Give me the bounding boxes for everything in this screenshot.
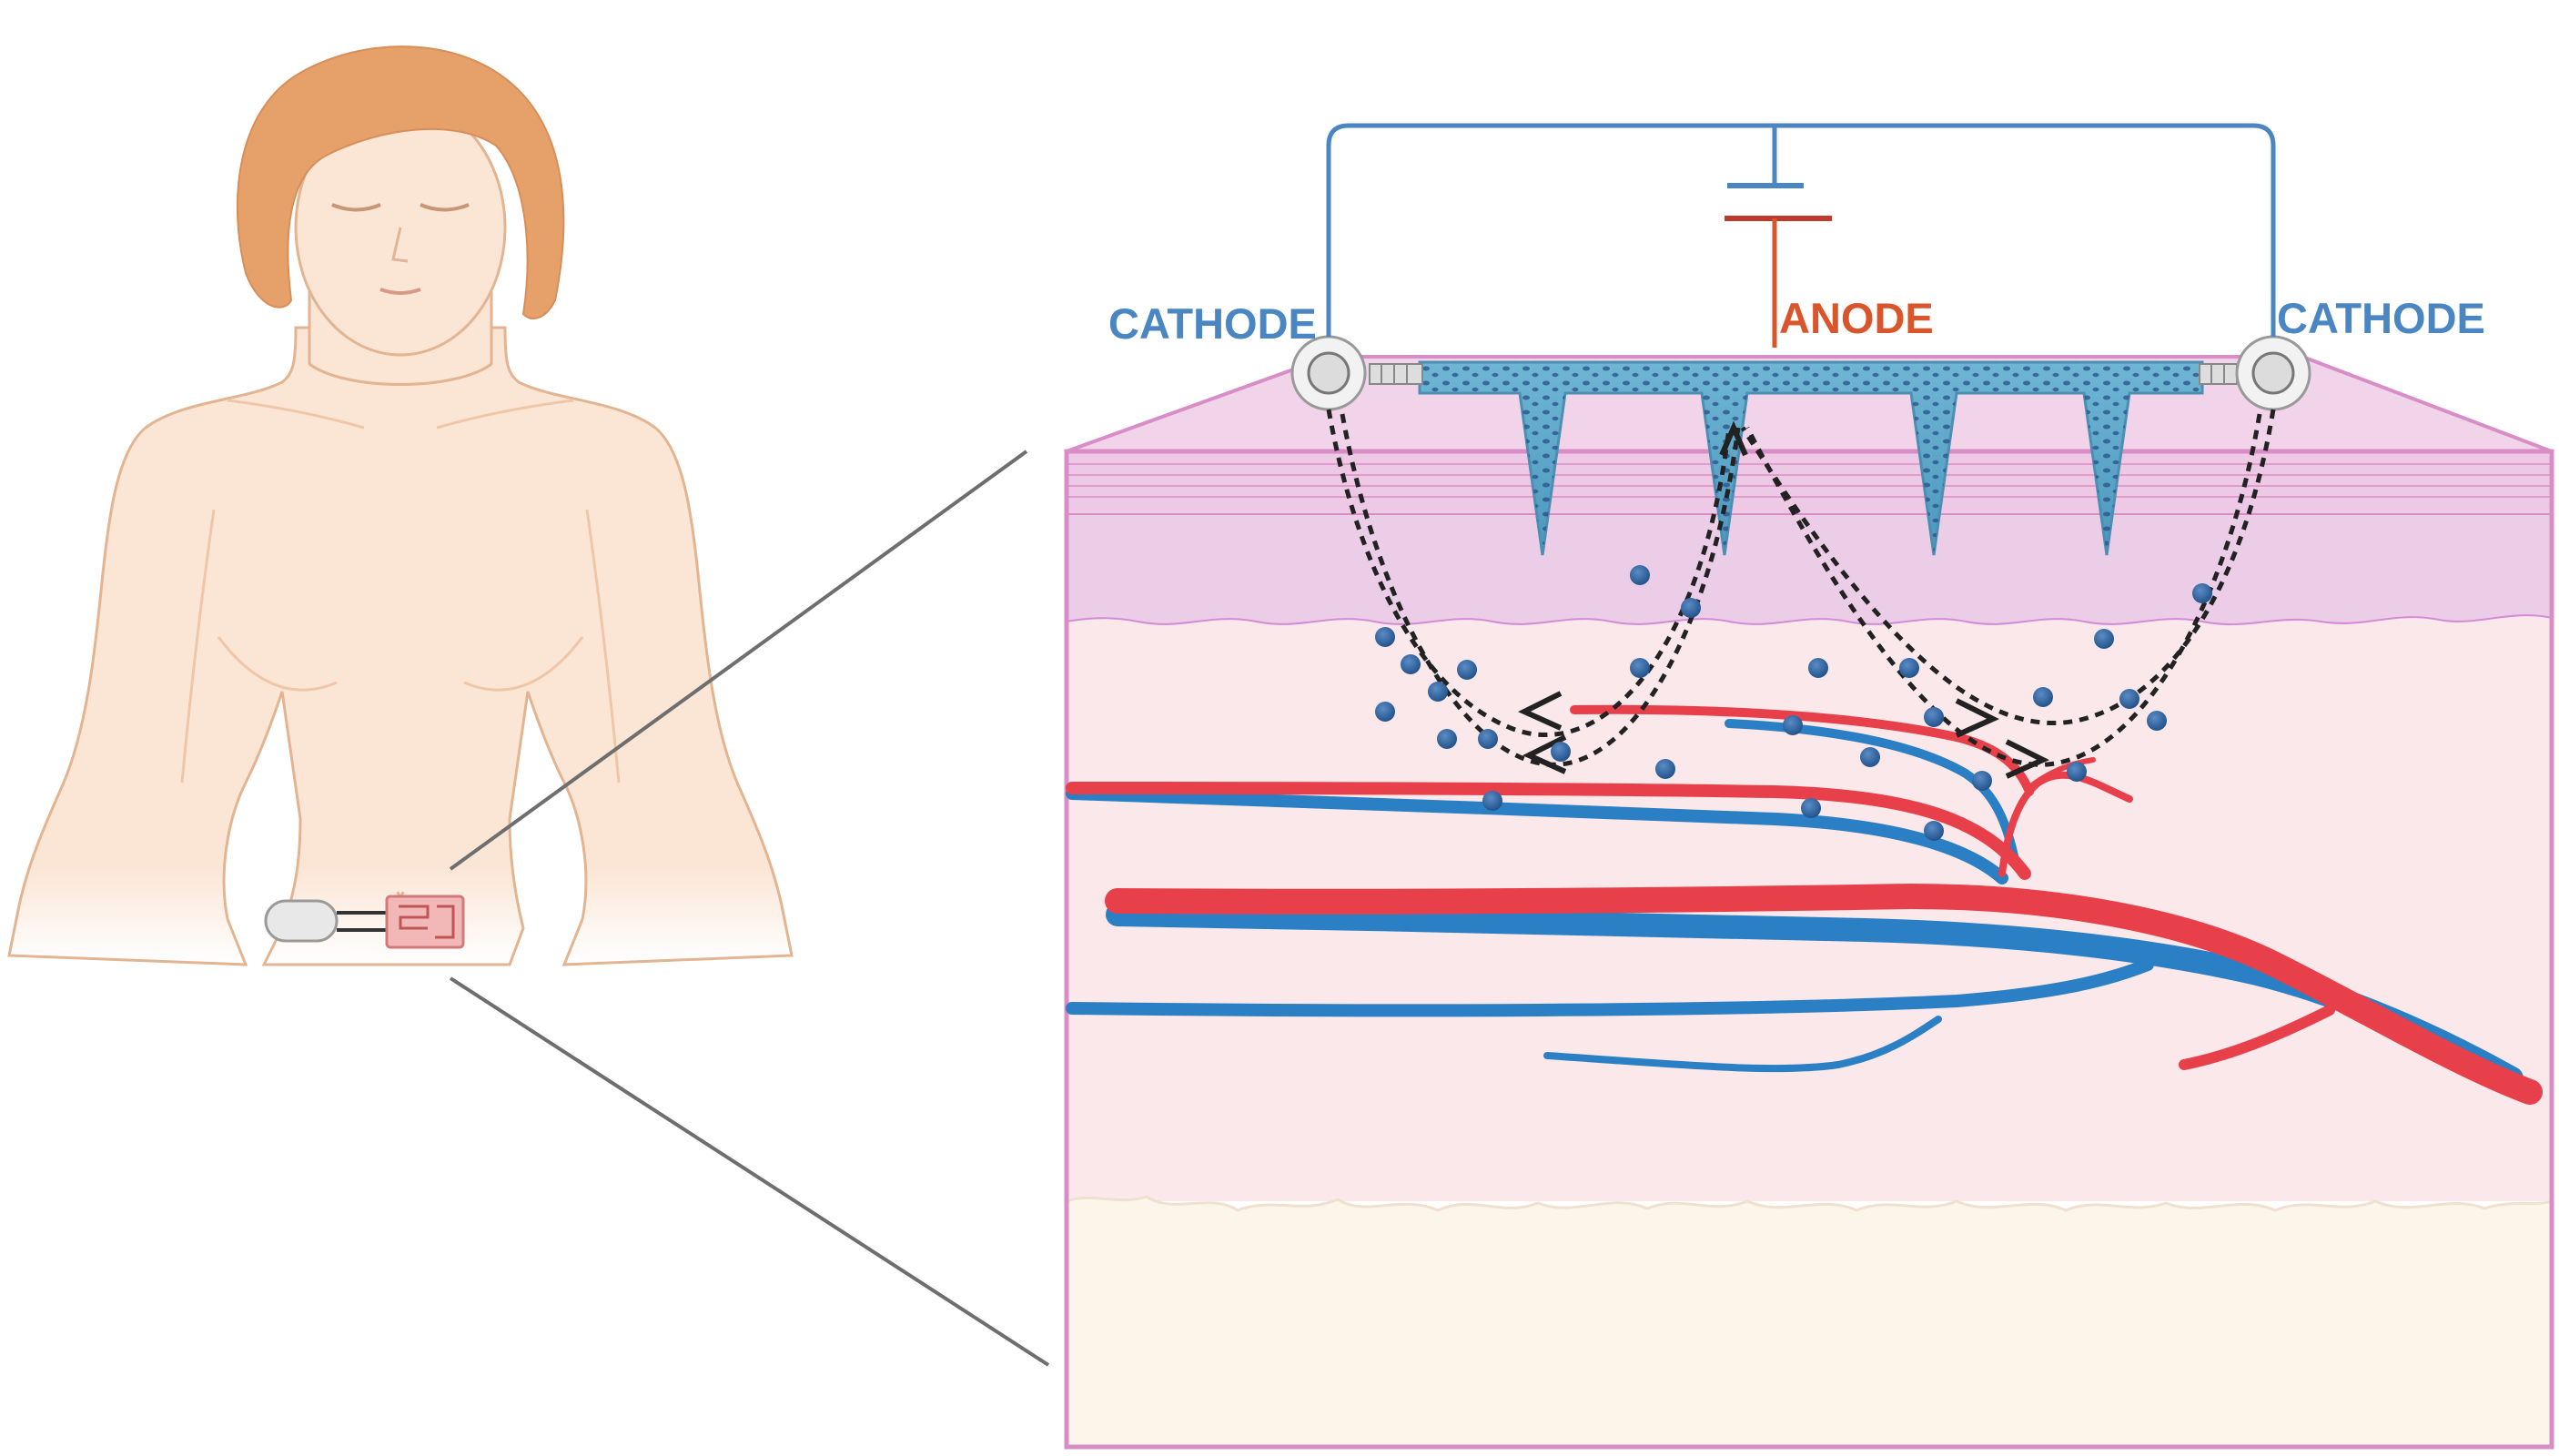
- arrow-left-2: [1522, 734, 1567, 774]
- viable-epidermis: [1067, 515, 2552, 626]
- electrode-left-icon: [1290, 335, 1423, 411]
- blood-vessels: [1066, 704, 2543, 1105]
- left-eye: [331, 203, 381, 212]
- arrow-right-2: [2005, 739, 2049, 779]
- wearable-device-icon: [264, 895, 465, 949]
- human-figure: [7, 46, 794, 966]
- chest-right: [463, 636, 584, 692]
- drug-ions: [1375, 565, 2212, 841]
- flow-path-left-outer: [1326, 409, 1732, 738]
- arm-crease-left: [180, 509, 216, 784]
- right-eye: [420, 203, 470, 212]
- clavicle-left: [227, 399, 365, 430]
- chest-left: [217, 636, 338, 692]
- nose: [391, 227, 409, 263]
- vein-upper: [1066, 787, 2008, 885]
- mouth: [379, 288, 421, 295]
- cathode-left-label: CATHODE: [1108, 299, 1317, 348]
- artery-upper: [1066, 782, 2031, 880]
- arm-crease-right: [585, 509, 621, 784]
- arrow-left-1: [1518, 691, 1563, 731]
- flow-path-right-outer: [1740, 409, 2276, 725]
- zoom-line-top: [449, 450, 1028, 871]
- clavicle-right: [436, 399, 574, 430]
- zoom-line-bottom: [449, 976, 1050, 1367]
- flow-path-right-inner: [1745, 413, 2262, 767]
- cathode-right-label: CATHODE: [2277, 294, 2485, 342]
- arrow-right-1: [1955, 698, 1999, 738]
- anode-label: ANODE: [1779, 294, 1934, 342]
- epidermis-layer: [1067, 451, 2552, 515]
- circuit-wire: [1326, 123, 2276, 337]
- body-silhouette: [7, 326, 794, 966]
- electric-circuit: [1326, 123, 2276, 348]
- cross-section-outline: [1064, 449, 2554, 1450]
- artery-twig: [2027, 757, 2096, 790]
- arrow-up: [1719, 420, 1748, 457]
- hair: [236, 46, 565, 319]
- vein-bottom: [1543, 1016, 1942, 1073]
- vein-lower: [1066, 958, 2154, 1017]
- artery-upper-branch: [1570, 704, 2034, 796]
- flow-arrows: [1518, 420, 2049, 779]
- skin-cross-section: [1064, 335, 2554, 1450]
- battery-symbol-icon: [1725, 126, 1832, 348]
- fat-layer: [1065, 1195, 2554, 1449]
- electrode-right-icon: [2199, 335, 2311, 411]
- artery-branch-right: [2179, 1005, 2335, 1070]
- artery-main: [1105, 883, 2543, 1105]
